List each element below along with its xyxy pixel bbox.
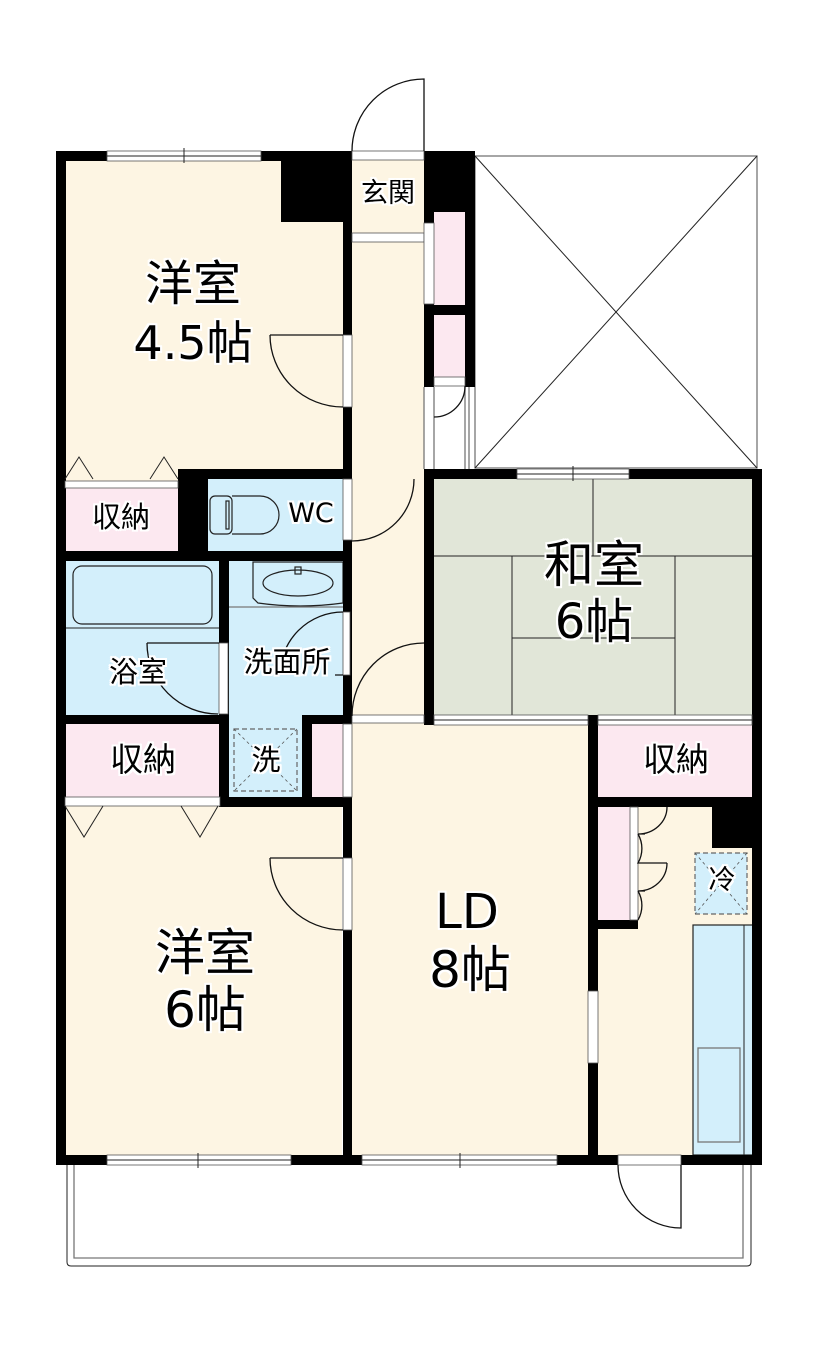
hall-storage-lower-door <box>433 376 466 387</box>
balcony-inner-line <box>73 1165 744 1259</box>
western-room-north-door <box>342 334 353 408</box>
storage-north-door <box>64 480 179 489</box>
toilet-door-swing-icon <box>351 478 415 542</box>
bathroom-door <box>218 642 229 715</box>
small-storage-floor <box>312 724 343 797</box>
wash-basin-icon <box>229 561 344 608</box>
living-dining-floor <box>352 716 588 1155</box>
folding-door-swing-icon <box>636 806 668 921</box>
storage-japanese-floor <box>598 725 752 797</box>
japanese-room-size: 6帖 <box>554 594 634 650</box>
window-western-room-north <box>106 148 262 163</box>
exterior-void-area <box>474 155 758 469</box>
kitchen-closet <box>598 807 630 920</box>
storage-north-label: 収納 <box>91 500 151 534</box>
kitchen-exterior-door-swing-icon <box>617 1164 682 1229</box>
hallway-ld-door <box>351 714 425 724</box>
window-living-dining <box>361 1153 558 1168</box>
washer-space-label: 洗 <box>251 743 281 777</box>
washroom-door-swing-icon <box>279 611 344 676</box>
japanese-room-name: 和室 <box>544 536 644 594</box>
bathroom-floor <box>65 561 219 715</box>
storage-japanese-label: 収納 <box>643 740 709 779</box>
closet-marker-icon <box>180 805 219 838</box>
bathroom-label: 浴室 <box>108 655 168 689</box>
western-room-north-name: 洋室 <box>144 256 242 312</box>
balcony-outer-line <box>66 1165 752 1267</box>
void-diagonal <box>474 155 758 469</box>
balcony <box>66 1165 752 1267</box>
bathroom-door-swing-icon <box>146 642 219 715</box>
kitchen-exterior-door <box>617 1154 682 1166</box>
western-room-south-name: 洋室 <box>155 924 255 982</box>
tatami-lines <box>434 479 752 725</box>
western-room-south-door <box>342 857 353 931</box>
western-room-south-door-swing-icon <box>269 857 344 931</box>
storage-south-door <box>64 796 221 807</box>
bathtub-icon <box>65 565 219 629</box>
toilet-label: WC <box>288 498 334 529</box>
western-room-south-size: 6帖 <box>164 981 246 1039</box>
toilet-icon <box>209 495 280 535</box>
entrance-hallway-floor <box>352 160 424 716</box>
entrance-step <box>351 232 425 243</box>
kitchen-closet-door <box>629 806 639 921</box>
hall-storage-door-swing-icon <box>433 385 466 418</box>
closet-marker-icon <box>64 805 104 838</box>
closet-marker-icon <box>149 456 179 480</box>
washer-area-floor <box>228 715 302 797</box>
closet-door-markers <box>64 456 219 838</box>
entrance-label: 玄関 <box>361 178 415 209</box>
toilet-floor <box>208 479 343 551</box>
door-swings <box>146 78 682 1229</box>
storage-south-label: 収納 <box>110 740 176 779</box>
entrance-door-opening <box>351 150 425 161</box>
toilet-door <box>342 478 353 541</box>
window-western-room-south <box>106 1153 292 1168</box>
washing-machine-space-icon <box>233 728 298 792</box>
hall-storage-lower <box>434 315 465 377</box>
fridge-space-label: 冷 <box>708 865 736 896</box>
hall-storage-upper <box>434 212 465 305</box>
closet-marker-icon <box>64 456 94 480</box>
entrance-door-swing-icon <box>351 78 425 152</box>
small-storage-door <box>342 723 353 798</box>
storage-north-floor <box>65 488 178 551</box>
living-dining-size: 8帖 <box>429 941 511 999</box>
washroom-door <box>342 611 351 676</box>
washroom-floor <box>228 561 343 715</box>
fridge-space-icon <box>694 852 748 915</box>
kitchen-counter-icon <box>692 924 754 1156</box>
windows <box>106 148 630 1168</box>
western-room-north-door-swing-icon <box>269 334 344 408</box>
door-openings <box>64 150 753 1166</box>
window-japanese-room <box>516 466 630 481</box>
washroom-label: 洗面所 <box>243 645 331 679</box>
hallway-door-swing-icon <box>351 642 425 717</box>
western-room-north-size: 4.5帖 <box>133 316 253 370</box>
ld-kitchen-opening <box>587 990 599 1064</box>
western-room-south-floor <box>65 806 342 1155</box>
hall-storage-door <box>423 222 435 305</box>
living-dining-name: LD <box>435 884 499 940</box>
storage-south-floor <box>65 724 220 797</box>
